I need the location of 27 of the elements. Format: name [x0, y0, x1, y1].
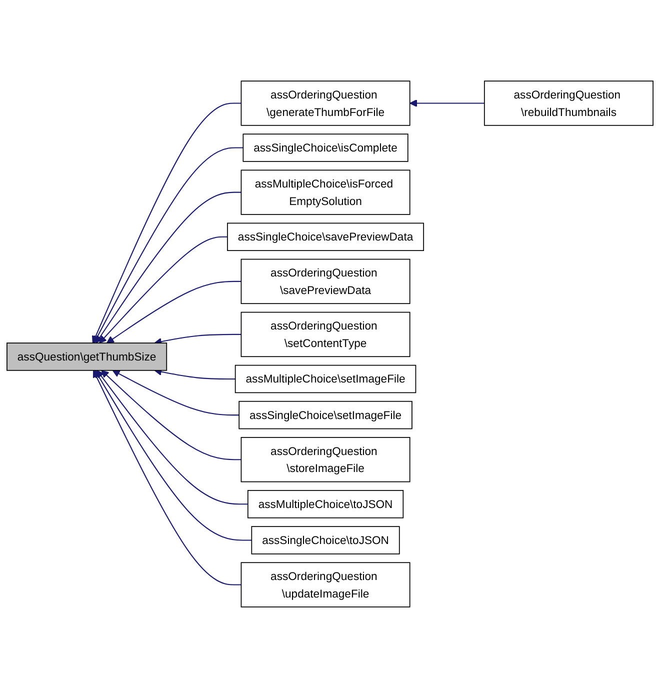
node-box: assSingleChoice\isComplete: [242, 134, 408, 162]
node-box: assOrderingQuestion \storeImageFile: [240, 437, 410, 482]
arrow: [154, 334, 242, 346]
arrow: [99, 236, 228, 344]
arrow: [154, 368, 236, 380]
node-box: assSingleChoice\setImageFile: [238, 400, 412, 430]
node-box: assMultipleChoice\toJSON: [247, 490, 404, 518]
arrow: [106, 280, 242, 344]
node-box: assMultipleChoice\isForced EmptySolution: [240, 170, 410, 215]
arrow: [96, 192, 242, 344]
node-box: assSingleChoice\savePreviewData: [227, 222, 424, 251]
node-box: assOrderingQuestion \updateImageFile: [240, 562, 410, 608]
arrow: [101, 370, 242, 460]
arrow: [96, 370, 248, 505]
arrow: [92, 102, 242, 344]
node-box: assOrderingQuestion \rebuildThumbnails: [484, 80, 654, 126]
node-box: assOrderingQuestion \setContentType: [240, 312, 410, 358]
node-box: assOrderingQuestion \savePreviewData: [240, 258, 410, 304]
arrow: [112, 370, 240, 416]
node-box: assMultipleChoice\setImageFile: [234, 364, 416, 394]
node-box: assQuestion\getThumbSize: [6, 342, 168, 371]
arrow: [410, 99, 484, 108]
arrow: [94, 370, 252, 541]
node-box: assSingleChoice\toJSON: [251, 526, 400, 554]
arrow: [92, 370, 242, 586]
node-box: assOrderingQuestion \generateThumbForFile: [240, 80, 410, 126]
arrow: [94, 147, 244, 344]
